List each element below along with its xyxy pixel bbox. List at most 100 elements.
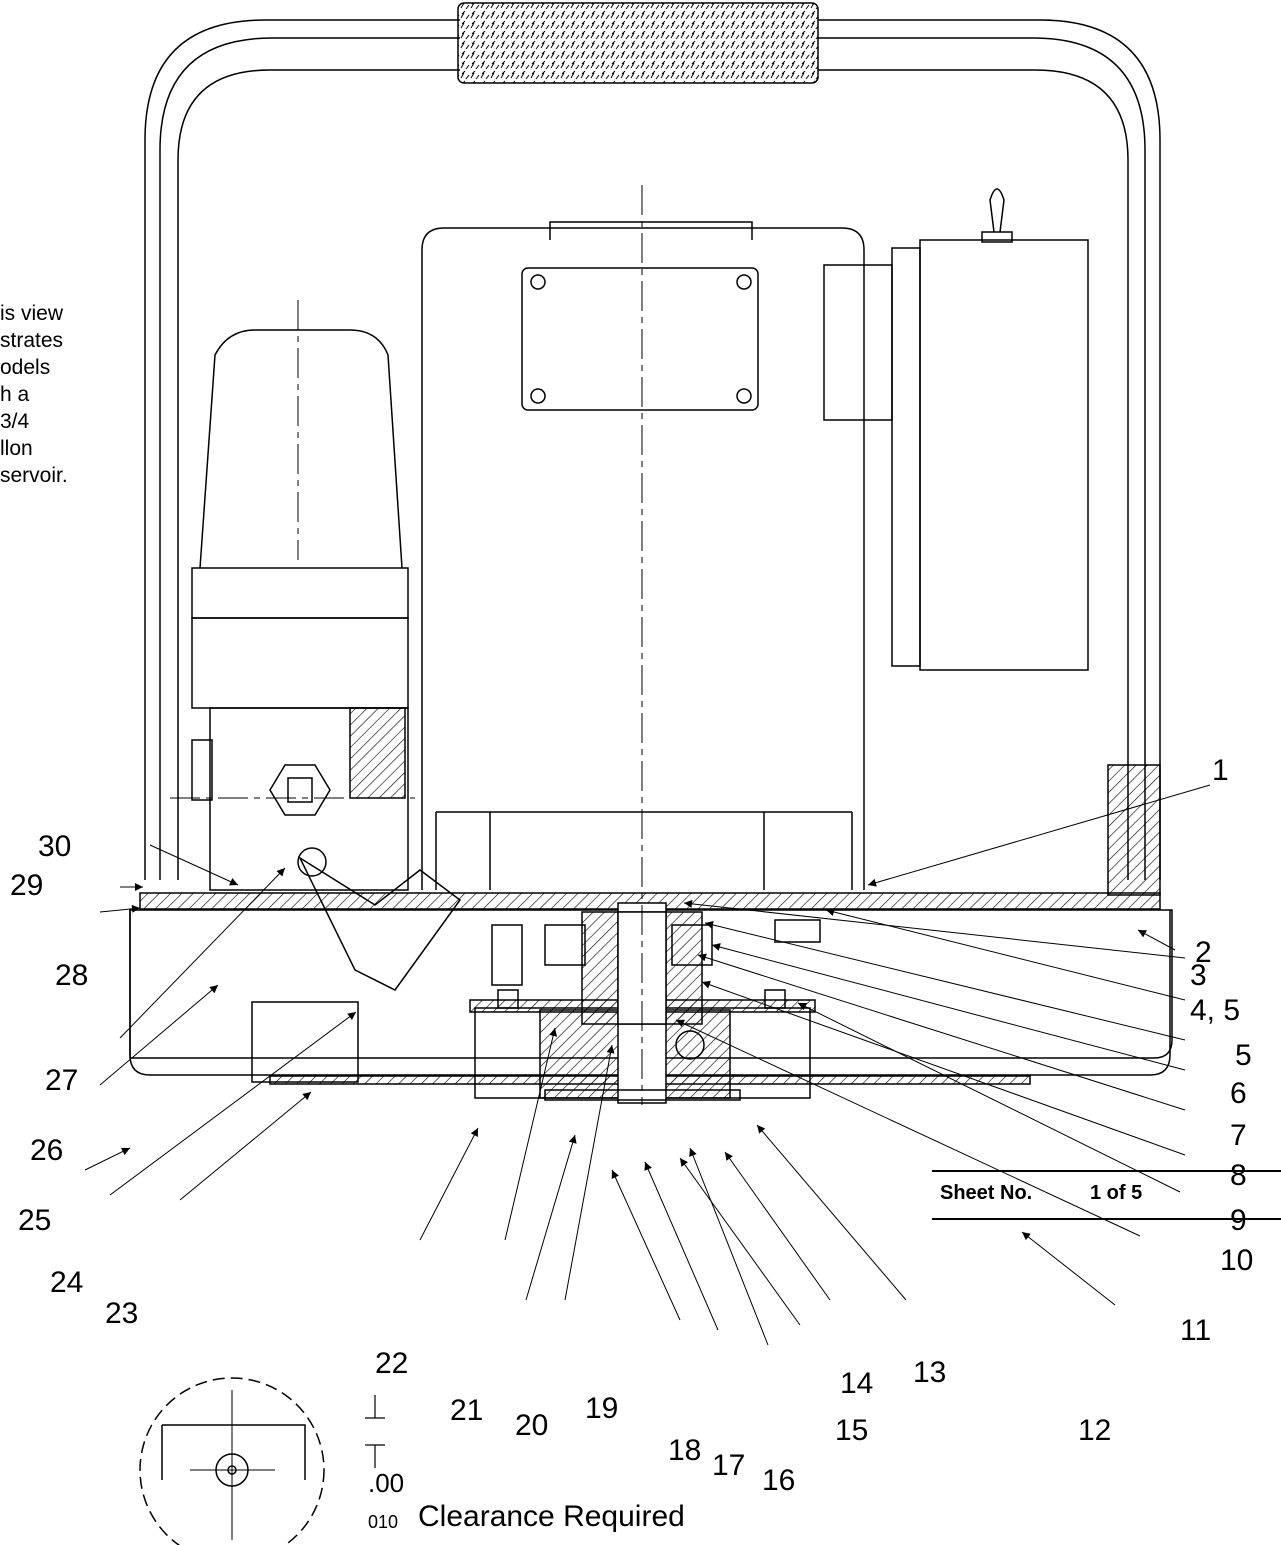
switch-box-mount: [823, 264, 893, 421]
detail-bracket: [161, 1424, 306, 1480]
port-plug: [191, 739, 213, 801]
handle-grip: [457, 2, 819, 84]
sheet-number-block: Sheet No. 1 of 5: [932, 1170, 1281, 1220]
handle-inner-b: [177, 69, 460, 880]
manifold: [209, 707, 409, 891]
callout-20: 20: [515, 1409, 548, 1442]
leader-line: [525, 1134, 577, 1301]
leader-line: [179, 1091, 312, 1201]
leader-line: [644, 1161, 719, 1331]
leader-line: [711, 943, 1186, 1071]
callout-13: 13: [913, 1356, 946, 1389]
detail-centerline: [190, 1390, 275, 1540]
callout-30: 30: [38, 830, 71, 863]
line-work: [129, 2, 1173, 1545]
note-line: 3/4: [0, 410, 30, 433]
handle-outer: [144, 19, 460, 880]
leader-line: [724, 1151, 831, 1301]
note-line: h a: [0, 383, 30, 406]
hatched-section: [349, 707, 406, 799]
note-line: strates: [0, 329, 64, 352]
callout-16: 16: [762, 1464, 795, 1497]
leader-line: [675, 1019, 1141, 1237]
note-line: servoir.: [0, 464, 68, 487]
leader-line: [704, 921, 1186, 1041]
leader-line: [1137, 929, 1176, 951]
leader-line: [504, 1027, 558, 1241]
clearance-label: Clearance Required: [418, 1500, 685, 1533]
callout-14: 14: [840, 1367, 873, 1400]
motor-top-cap: [549, 221, 753, 240]
callout-26: 26: [30, 1134, 63, 1167]
valve-body: [191, 617, 409, 709]
callout-10: 10: [1220, 1244, 1253, 1277]
dimension-value-bottom: 010: [368, 1512, 399, 1532]
detail-view: [139, 1377, 325, 1545]
screw: [736, 388, 752, 404]
callout-22: 22: [375, 1347, 408, 1380]
screw: [530, 388, 546, 404]
note-line: llon: [0, 437, 33, 460]
callout-6: 6: [1230, 1077, 1247, 1110]
callout-28: 28: [55, 959, 88, 992]
callouts: 30 29 28 27 26 25 24 23 22 21 20 19 18 1…: [10, 754, 1253, 1497]
handle-inner-b-right: [818, 69, 1129, 880]
fitting-square: [287, 777, 313, 803]
eye-fitting: [297, 847, 327, 877]
dimension-mark: [365, 1395, 385, 1468]
callout-15: 15: [835, 1414, 868, 1447]
handle-inner-a-right: [818, 37, 1146, 880]
callout-7: 7: [1230, 1119, 1247, 1152]
switch-box-back: [891, 247, 921, 667]
callout-19: 19: [585, 1392, 618, 1425]
callout-11: 11: [1180, 1314, 1211, 1347]
fitting-hex: [269, 764, 331, 816]
callout-12: 12: [1078, 1414, 1111, 1447]
callout-9: 9: [1230, 1204, 1247, 1237]
view-note: is view strates odels h a 3/4 llon servo…: [0, 300, 160, 489]
callout-29: 29: [10, 869, 43, 902]
leader-line: [756, 1124, 907, 1301]
leader-line: [689, 1147, 769, 1346]
leader-line: [683, 899, 1186, 959]
check-ball: [675, 1030, 705, 1060]
hatched-section: [1107, 764, 1161, 896]
leader-line: [84, 1147, 131, 1171]
callout-5: 5: [1235, 1039, 1252, 1072]
callout-24: 24: [50, 1266, 83, 1299]
leader-line: [149, 844, 239, 886]
bearing-box: [544, 924, 586, 966]
callout-8: 8: [1230, 1159, 1247, 1192]
motor-nameplate: [521, 267, 759, 411]
cap-screw: [491, 924, 523, 986]
leader-line: [99, 904, 141, 913]
callout-21: 21: [450, 1394, 483, 1427]
leader-line: [564, 1044, 615, 1301]
screw: [530, 274, 546, 290]
solenoid-cover: [199, 329, 403, 569]
leader-line: [697, 953, 1186, 1111]
switch-box: [919, 239, 1089, 671]
hose: [298, 855, 462, 991]
solenoid-block: [191, 567, 409, 619]
reservoir: [129, 909, 1173, 1059]
leaders: [84, 784, 1211, 1346]
callout-3: 3: [1190, 959, 1207, 992]
valve-lower: [251, 1001, 359, 1083]
callout-17: 17: [712, 1449, 745, 1482]
leader-line: [419, 1127, 479, 1241]
note-line: odels: [0, 356, 51, 379]
leader-line: [109, 1011, 357, 1196]
sheet-value: 1 of 5: [1090, 1182, 1143, 1204]
leader-line: [825, 908, 1186, 1001]
toggle-switch: [981, 188, 1013, 243]
note-line: is view: [0, 302, 64, 325]
handle-inner-a: [159, 37, 460, 880]
bolt-head: [497, 989, 519, 1009]
nut: [774, 919, 821, 943]
leader-line: [99, 984, 219, 1086]
callout-2: 2: [1195, 936, 1212, 969]
leader-line: [797, 1002, 1181, 1193]
leader-line: [701, 980, 1186, 1156]
